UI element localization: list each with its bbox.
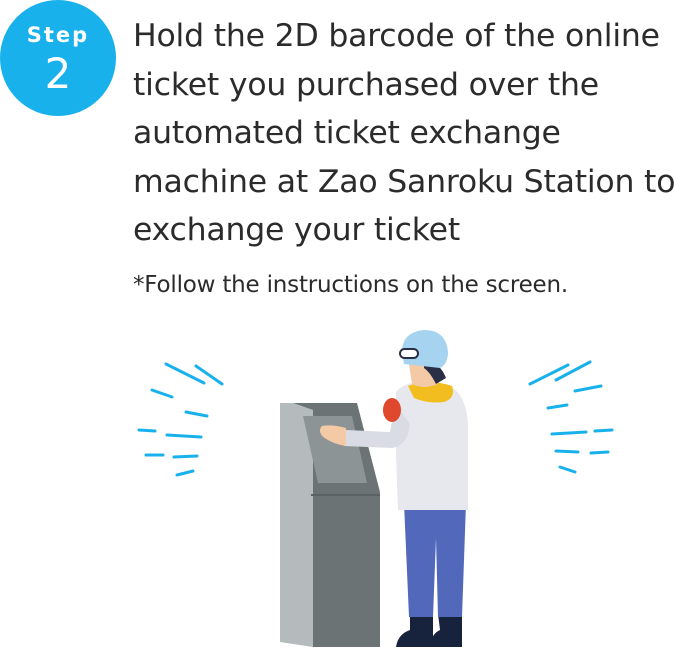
ticket-exchange-machine	[280, 403, 380, 647]
skier-person	[320, 330, 468, 647]
left-sparkle-lines-icon	[137, 362, 224, 477]
instruction-note: *Follow the instructions on the screen.	[133, 272, 568, 298]
step-label: Step	[26, 23, 90, 47]
step-heading: Hold the 2D barcode of the online ticket…	[133, 18, 674, 248]
step-badge: Step 2	[0, 0, 116, 116]
step-number: 2	[44, 49, 72, 98]
right-sparkle-lines-icon	[528, 360, 614, 474]
